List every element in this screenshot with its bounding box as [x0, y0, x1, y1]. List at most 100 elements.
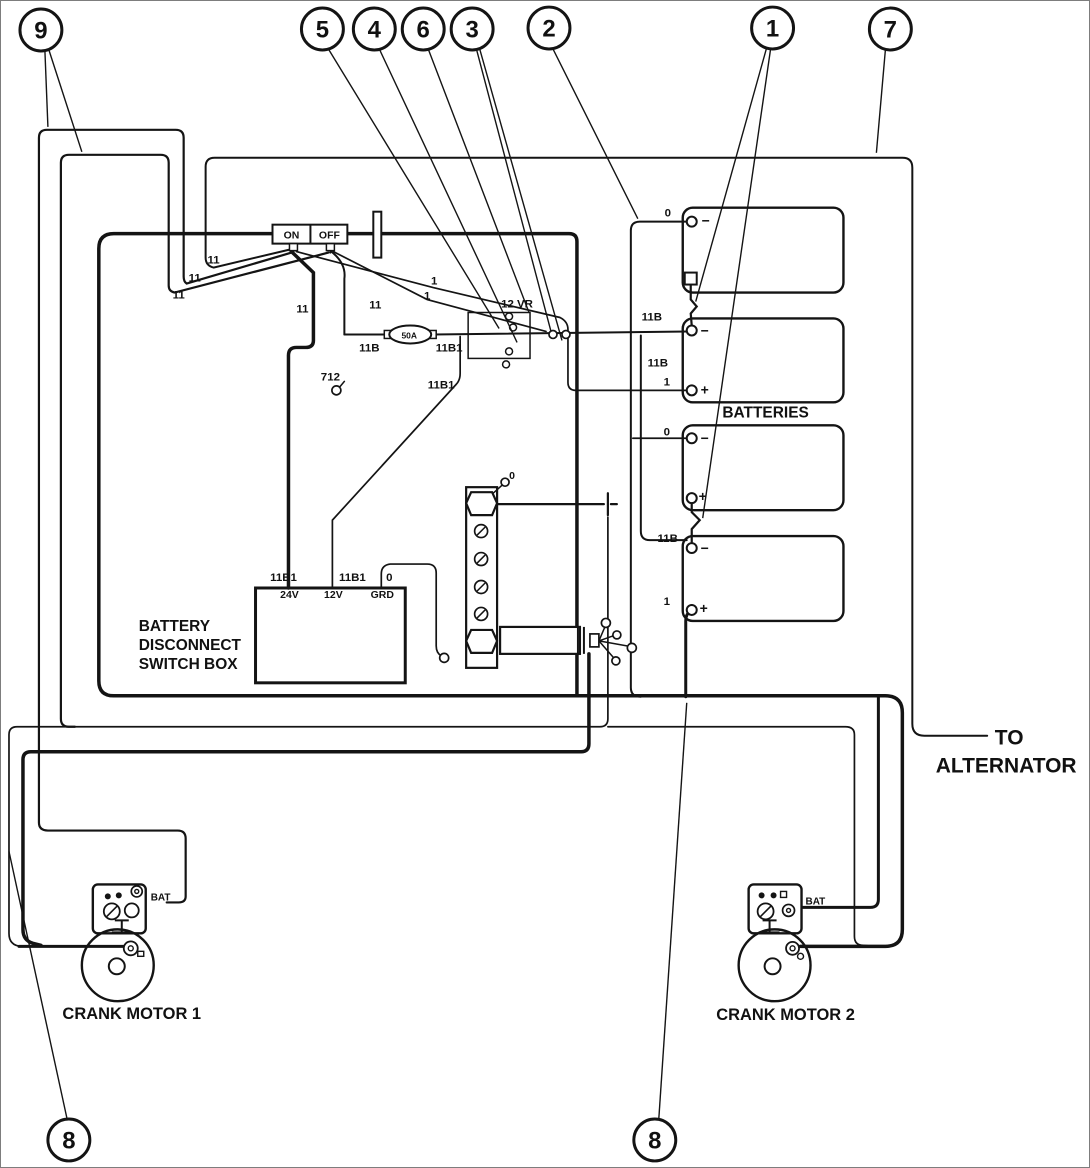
label-switch-on: ON — [284, 231, 300, 242]
label-wire-0-c: 0 — [665, 208, 671, 220]
fuse-body — [388, 324, 433, 345]
label-wire-1-c: 1 — [664, 376, 671, 388]
bat-post-1 — [130, 885, 144, 898]
battery-post — [683, 271, 698, 286]
label-wire-11-a: 11 — [208, 255, 221, 267]
label-fuse-rating: 50A — [401, 330, 417, 340]
callout-9[interactable]: 9 — [18, 7, 83, 153]
cylinder-body — [498, 625, 582, 655]
callout-3[interactable]: 3 — [449, 6, 563, 341]
callout-number: 9 — [34, 18, 47, 45]
label-term-24v: 24V — [280, 590, 299, 601]
wire-left-inner-loop — [59, 153, 330, 728]
crank-motor-1 — [80, 883, 155, 1003]
battery-2 — [681, 317, 845, 404]
label-box-line-3: SWITCH BOX — [139, 656, 239, 673]
callout-leader — [327, 48, 500, 329]
label-wire-0-a: 0 — [386, 572, 392, 584]
callout-leader — [702, 48, 772, 519]
callout-leader — [44, 50, 49, 127]
motor-terminal-2 — [785, 940, 800, 956]
callout-1[interactable]: 1 — [695, 5, 796, 519]
switch-terminal-on — [288, 242, 299, 252]
callout-number: 3 — [465, 17, 478, 44]
wire-switch-stems — [292, 242, 332, 254]
ring-terminals — [331, 329, 638, 666]
label-to-alternator-2: ALTERNATOR — [936, 755, 1077, 778]
wire-1-run-a — [295, 250, 688, 392]
switch-terminal-off — [325, 242, 336, 252]
callout-6[interactable]: 6 — [400, 6, 530, 313]
label-to-alternator-1: TO — [995, 727, 1024, 750]
battery-post — [685, 432, 698, 445]
label-crank-motor-1: CRANK MOTOR 1 — [62, 1005, 201, 1023]
wire-grd-0 — [380, 563, 443, 657]
bat-post-2 — [781, 903, 796, 918]
battery-post — [685, 324, 698, 337]
label-batteries-label: BATTERIES — [722, 404, 809, 421]
callout-7[interactable]: 7 — [867, 6, 913, 153]
battery-4 — [681, 534, 845, 623]
wire-cable-752 — [21, 652, 591, 948]
label-neg-1: − — [702, 213, 710, 229]
label-neg-4: − — [701, 540, 709, 556]
regulator-box — [467, 311, 531, 360]
label-wire-11-e: 11 — [369, 300, 382, 312]
wire-routes — [8, 128, 989, 949]
wire-motor2-bat — [793, 694, 880, 909]
terminal-strip-body — [465, 486, 499, 669]
components — [80, 206, 845, 1003]
callout-8[interactable]: 8 — [8, 851, 92, 1163]
label-wire-1-a: 1 — [431, 276, 438, 288]
callout-balloon[interactable] — [400, 6, 446, 52]
callout-balloon[interactable] — [351, 6, 397, 52]
callout-8[interactable]: 8 — [632, 702, 688, 1163]
label-wire-11B1-c: 11B1 — [270, 572, 297, 584]
wire-stud-jumper — [495, 492, 618, 517]
wire-24v-feed — [286, 249, 316, 590]
label-box-line-1: BATTERY — [139, 618, 211, 635]
label-pos-2: + — [701, 381, 709, 397]
callout-balloon[interactable] — [18, 7, 64, 53]
callout-leader — [875, 49, 887, 153]
callout-balloon[interactable] — [299, 6, 345, 52]
callout-5[interactable]: 5 — [299, 6, 500, 329]
terminal-712 — [331, 385, 342, 396]
callout-number: 4 — [368, 17, 382, 44]
wire-off-drop — [330, 250, 346, 336]
terminal-0 — [612, 630, 622, 640]
callout-2[interactable]: 2 — [526, 5, 639, 219]
callout-balloon[interactable] — [750, 5, 796, 51]
label-wire-712: 712 — [321, 371, 340, 383]
callout-balloon[interactable] — [867, 6, 913, 52]
label-switch-off: OFF — [319, 231, 341, 242]
battery-post — [685, 603, 698, 616]
callout-balloon[interactable] — [449, 6, 495, 52]
terminal-strip — [464, 486, 499, 669]
callout-leader — [478, 46, 563, 341]
terminal-0 — [500, 477, 510, 488]
label-wire-1-d: 1 — [664, 596, 671, 608]
callout-balloon[interactable] — [46, 1117, 92, 1163]
regulator-terminal — [504, 347, 514, 356]
label-wire-11-d: 11 — [296, 303, 309, 315]
motor-body-2 — [737, 928, 812, 1003]
label-bat-terminal-2: BAT — [806, 896, 826, 907]
terminal-ring — [548, 329, 558, 340]
battery-post — [685, 542, 698, 555]
wire-712-stub — [338, 380, 346, 389]
stud-nut-top — [464, 491, 499, 517]
label-pos-3: + — [699, 488, 707, 504]
callout-balloon[interactable] — [632, 1117, 678, 1163]
callout-balloon[interactable] — [526, 5, 572, 51]
callout-number: 1 — [766, 16, 779, 43]
callout-4[interactable]: 4 — [351, 6, 518, 343]
terminal-ring — [561, 329, 571, 340]
label-wire-11-c: 11 — [173, 290, 186, 302]
callout-number: 7 — [884, 17, 897, 44]
label-regulator: 12 VR — [501, 299, 534, 311]
label-wire-11B1-b: 11B1 — [428, 379, 455, 391]
